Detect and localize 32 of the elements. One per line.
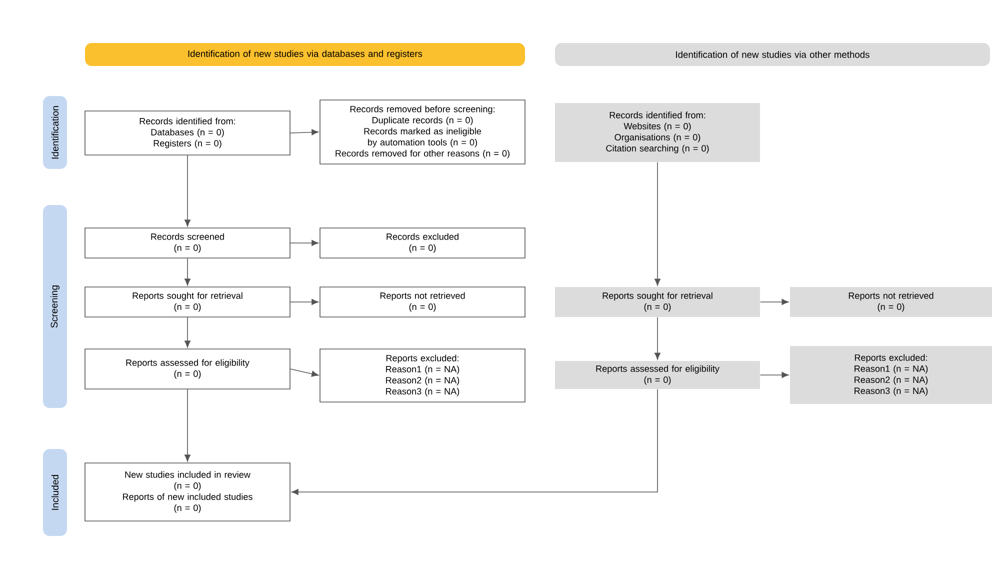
stage-band: Included [43, 449, 67, 536]
process-box: Records screened (n = 0) [84, 228, 290, 258]
process-box: Reports sought for retrieval (n = 0) [84, 286, 290, 318]
process-box: Records identified from: Databases (n = 0) Registers (n = 0) [84, 110, 290, 156]
arrow [654, 316, 660, 360]
process-box: Reports excluded: Reason1 (n = NA) Reason2 (n = NA) Reason3 (n = NA) [790, 346, 992, 404]
process-box: New studies included in review (n = 0) Reports of new included studies (n = 0) [84, 462, 290, 522]
arrow [760, 372, 789, 378]
process-box: Reports excluded: Reason1 (n = NA) Reason2 (n = NA) Reason3 (n = NA) [320, 348, 526, 402]
head-band: Identification of new studies via databases and registers [85, 43, 525, 66]
arrow [184, 389, 190, 462]
arrow [184, 154, 190, 226]
arrow [184, 317, 190, 348]
arrow [290, 368, 319, 377]
arrow [654, 162, 660, 286]
process-box: Reports assessed for eligibility (n = 0) [84, 348, 290, 390]
arrow [290, 299, 319, 305]
process-box: Reports not retrieved (n = 0) [320, 286, 526, 318]
process-box: Reports sought for retrieval (n = 0) [555, 287, 760, 317]
process-box: Records excluded (n = 0) [320, 228, 526, 258]
process-box: Records identified from: Websites (n = 0) Organisations (n = 0) Citation searching (n = 0) [555, 103, 760, 162]
process-box: Records removed before screening: Duplicate records (n = 0) Records marked as ineligible by automation tools (n = 0) Records removed for other reasons (n = 0) [320, 100, 526, 164]
arrow [290, 129, 319, 136]
arrow [184, 258, 190, 286]
head-band: Identification of new studies via other methods [555, 43, 990, 66]
stage-band: Identification [43, 96, 67, 169]
arrow [290, 240, 319, 246]
arrow [292, 388, 658, 495]
stage-band: Screening [43, 205, 67, 408]
process-box: Reports assessed for eligibility (n = 0) [555, 361, 760, 389]
arrow [760, 299, 789, 305]
process-box: Reports not retrieved (n = 0) [790, 287, 992, 317]
